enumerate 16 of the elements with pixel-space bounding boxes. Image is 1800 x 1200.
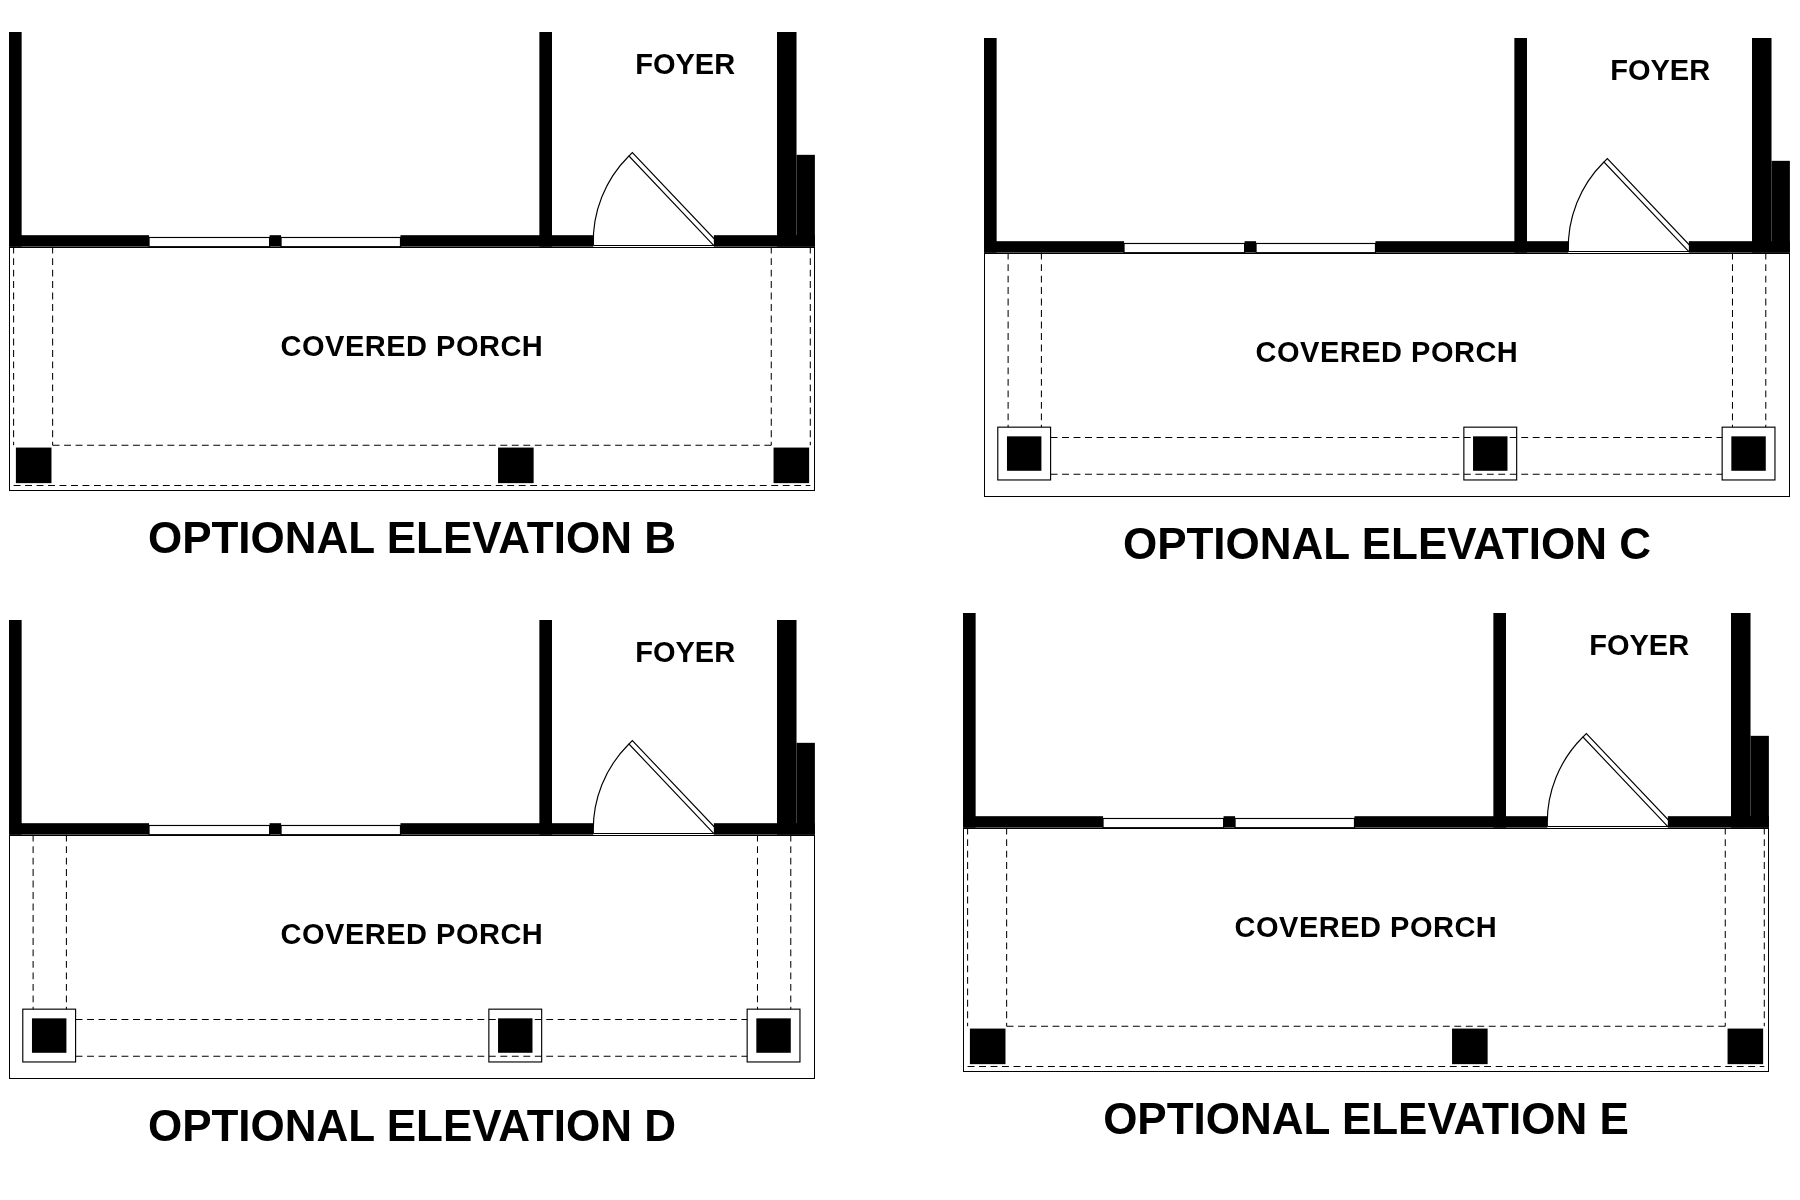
room-label: COVERED PORCH — [280, 918, 544, 952]
room-label: FOYER — [634, 48, 737, 82]
room-label: COVERED PORCH — [280, 330, 544, 364]
porch-outline — [984, 252, 1790, 498]
porch-outline — [9, 834, 815, 1080]
room-label: COVERED PORCH — [1255, 336, 1519, 370]
porch-outline — [9, 246, 815, 492]
porch-outline — [963, 827, 1769, 1073]
elevation-title: OPTIONAL ELEVATION C — [1121, 519, 1652, 570]
room-label: FOYER — [1588, 629, 1691, 663]
elevation-title: OPTIONAL ELEVATION D — [146, 1101, 677, 1152]
room-label: FOYER — [634, 636, 737, 670]
elevation-title: OPTIONAL ELEVATION E — [1102, 1094, 1630, 1145]
elevation-title: OPTIONAL ELEVATION B — [146, 513, 677, 564]
room-label: COVERED PORCH — [1234, 911, 1498, 945]
room-label: FOYER — [1609, 54, 1712, 88]
